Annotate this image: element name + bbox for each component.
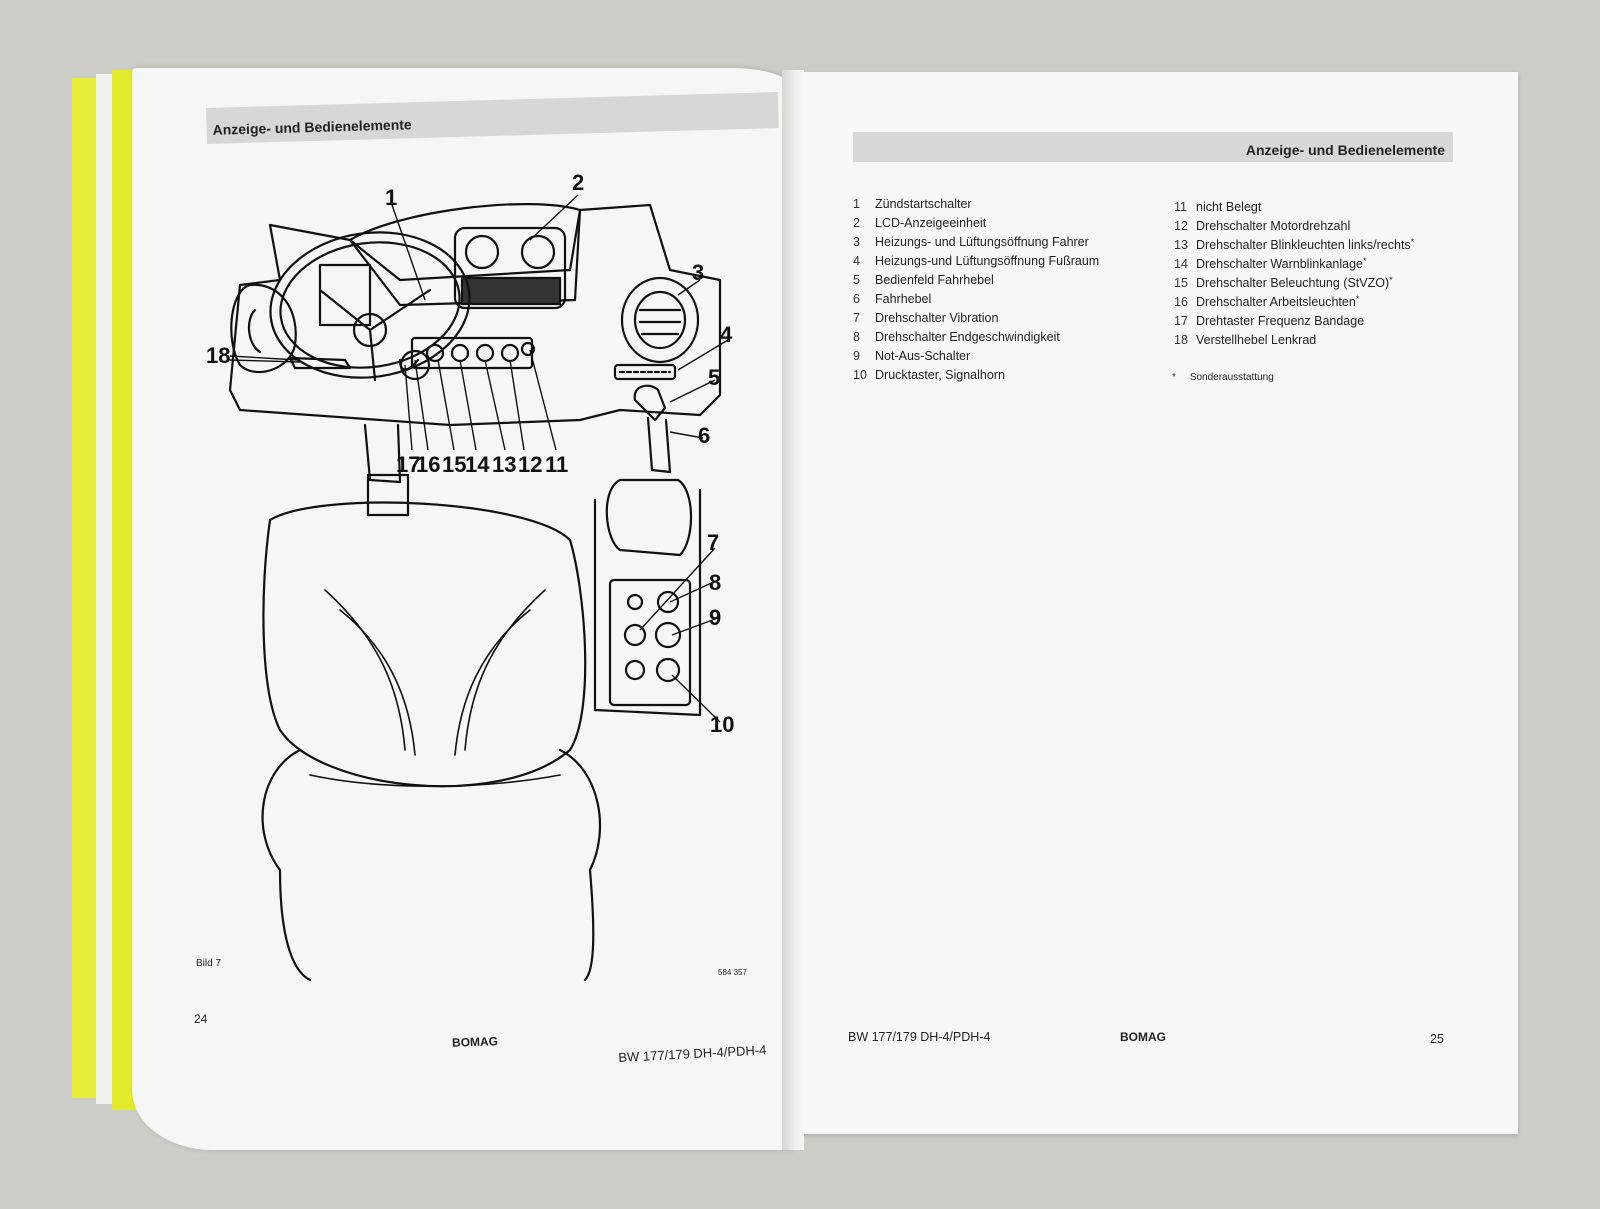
page-stack-edge — [96, 74, 116, 1104]
right-page-number: 25 — [1430, 1032, 1444, 1046]
callout-2: 2 — [572, 170, 584, 195]
callout-17: 17 — [396, 452, 420, 477]
callout-12: 12 — [518, 452, 542, 477]
cab-controls-drawing: 1 2 3 4 5 6 7 8 9 10 11 12 13 14 15 16 1… — [206, 170, 734, 982]
callout-14: 14 — [465, 452, 490, 477]
callout-10: 10 — [710, 712, 734, 737]
footnote-mark: * — [1172, 372, 1176, 383]
right-model: BW 177/179 DH-4/PDH-4 — [848, 1030, 991, 1044]
callout-7: 7 — [707, 530, 719, 555]
left-page — [132, 68, 792, 1150]
callout-5: 5 — [708, 365, 720, 390]
binding-edge-yellow — [72, 78, 100, 1098]
callout-8: 8 — [709, 570, 721, 595]
callout-11: 11 — [545, 452, 568, 477]
right-brand: BOMAG — [1120, 1030, 1166, 1044]
callout-3: 3 — [692, 260, 704, 285]
footnote: * Sonderausstattung — [1172, 372, 1274, 383]
callout-18: 18 — [206, 343, 230, 368]
callout-16: 16 — [416, 452, 440, 477]
callout-13: 13 — [492, 452, 516, 477]
callout-4: 4 — [720, 322, 733, 347]
book-gutter — [782, 70, 804, 1150]
right-page-header: Anzeige- und Bedienelemente — [853, 132, 1453, 162]
figure-code: 584 357 — [718, 968, 747, 977]
left-page-number: 24 — [194, 1012, 208, 1026]
footnote-text: Sonderausstattung — [1189, 372, 1274, 383]
figure-caption: Bild 7 — [196, 958, 222, 969]
right-page — [796, 72, 1518, 1134]
left-brand: BOMAG — [451, 1034, 499, 1050]
callout-6: 6 — [698, 423, 710, 448]
left-header-text: Anzeige- und Bedienelemente — [212, 116, 412, 138]
callout-15: 15 — [442, 452, 466, 477]
right-header-text: Anzeige- und Bedienelemente — [1245, 142, 1445, 158]
callout-9: 9 — [709, 605, 721, 630]
callout-1: 1 — [385, 185, 397, 210]
